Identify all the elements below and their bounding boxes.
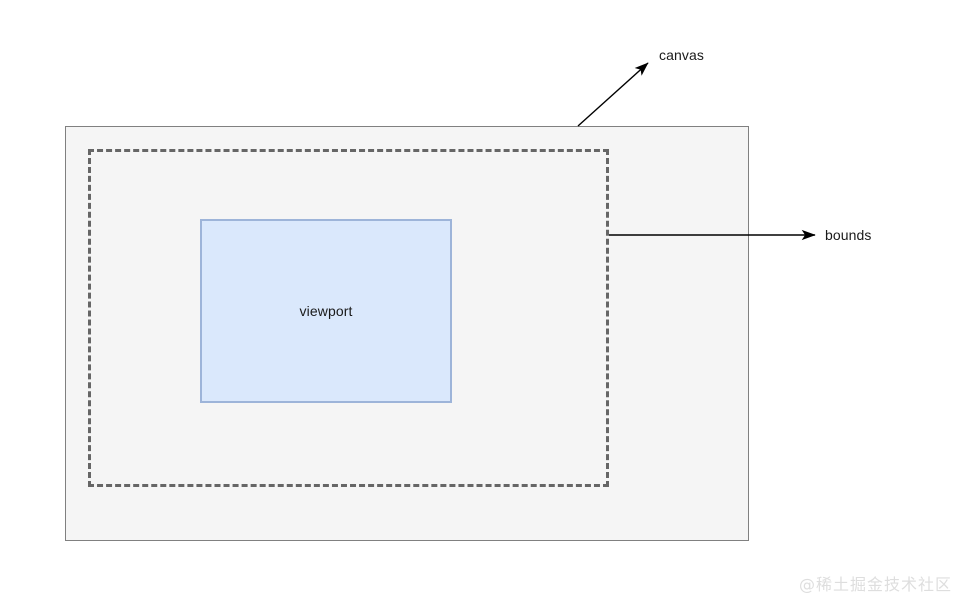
bounds-callout-label: bounds (825, 227, 872, 243)
watermark: @稀土掘金技术社区 (798, 575, 952, 594)
canvas-callout-label: canvas (659, 47, 704, 63)
bounds-rectangle (88, 149, 609, 487)
viewport-label: viewport (299, 303, 353, 319)
viewport-rectangle: viewport (200, 219, 452, 403)
canvas-callout-arrow (577, 62, 649, 127)
